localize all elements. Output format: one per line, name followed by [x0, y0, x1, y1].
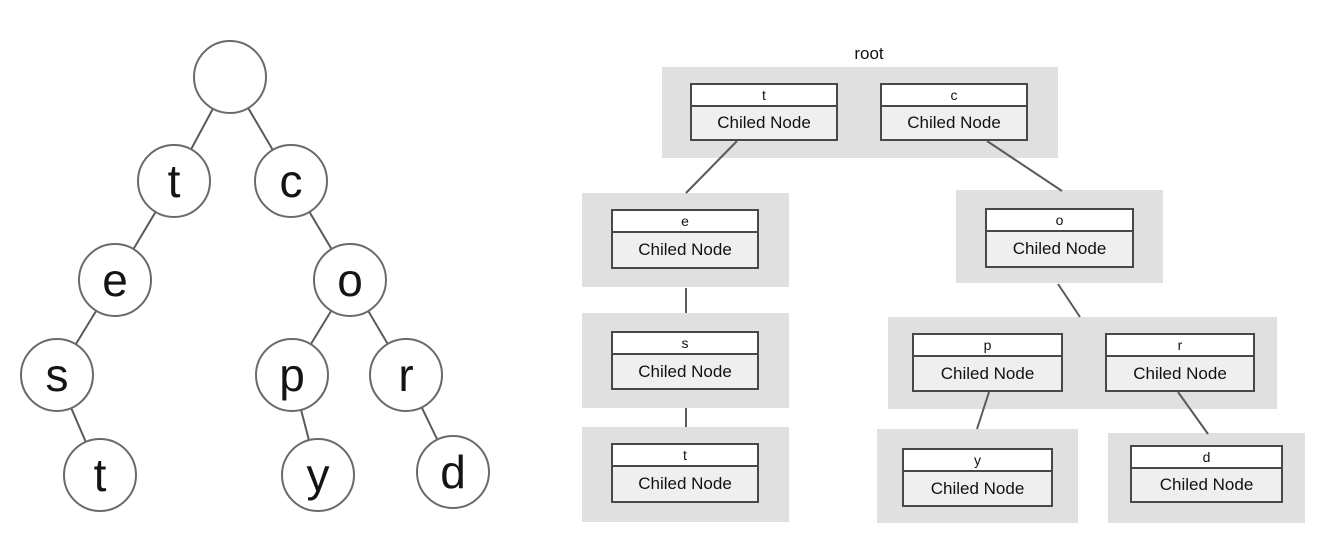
node-box-r-key: r — [1107, 335, 1253, 357]
tree-circle-c-label: c — [280, 155, 303, 207]
node-box-p: p Chiled Node — [912, 333, 1063, 392]
tree-circle-e-label: e — [102, 254, 128, 306]
node-box-s-body: Chiled Node — [613, 355, 757, 388]
node-box-o: o Chiled Node — [985, 208, 1134, 268]
tree-circle-t-label: t — [168, 155, 181, 207]
tree-circle-d-label: d — [440, 446, 466, 498]
node-box-o-key: o — [987, 210, 1132, 232]
edge-root-t — [173, 76, 231, 182]
node-box-t-key: t — [692, 85, 836, 107]
node-box-t2: t Chiled Node — [611, 443, 759, 503]
node-box-t-body: Chiled Node — [692, 107, 836, 139]
edge-p-y — [291, 374, 319, 476]
node-box-c-key: c — [882, 85, 1026, 107]
tree-circle-r-label: r — [398, 349, 413, 401]
edge-root-c — [229, 76, 292, 182]
node-box-e-key: e — [613, 211, 757, 233]
node-box-y-key: y — [904, 450, 1051, 472]
edge-r-d — [405, 374, 454, 473]
edge-c-o — [290, 180, 351, 281]
node-box-s: s Chiled Node — [611, 331, 759, 390]
edge-t-e — [114, 180, 175, 281]
node-box-e-body: Chiled Node — [613, 233, 757, 267]
node-box-t2-body: Chiled Node — [613, 467, 757, 501]
node-box-s-key: s — [613, 333, 757, 355]
node-box-d-key: d — [1132, 447, 1281, 469]
tree-circle-r — [369, 338, 443, 412]
node-box-c: c Chiled Node — [880, 83, 1028, 141]
node-box-c-body: Chiled Node — [882, 107, 1026, 139]
tree-circle-o-label: o — [337, 254, 363, 306]
tree-circle-t2-label: t — [94, 449, 107, 501]
tree-circle-p — [255, 338, 329, 412]
node-box-d-body: Chiled Node — [1132, 469, 1281, 501]
node-box-d: d Chiled Node — [1130, 445, 1283, 503]
node-box-p-body: Chiled Node — [914, 357, 1061, 390]
tree-circle-e — [78, 243, 152, 317]
tree-circle-c — [254, 144, 328, 218]
tree-circle-y — [281, 438, 355, 512]
tree-circle-y-label: y — [307, 449, 330, 501]
tree-circle-p-label: p — [279, 349, 305, 401]
left-tree-edges — [56, 76, 454, 476]
node-box-r-body: Chiled Node — [1107, 357, 1253, 390]
tree-circle-s — [20, 338, 94, 412]
node-box-y-body: Chiled Node — [904, 472, 1051, 505]
node-box-e: e Chiled Node — [611, 209, 759, 269]
tree-circle-o — [313, 243, 387, 317]
edge-o-r — [349, 279, 407, 376]
node-box-p-key: p — [914, 335, 1061, 357]
connector-o-pr — [1057, 283, 1081, 318]
tree-circle-t2 — [63, 438, 137, 512]
left-tree-nodes: t c e o s p r t y d — [20, 40, 490, 512]
tree-circle-d — [416, 435, 490, 509]
tree-circle-t — [137, 144, 211, 218]
tree-circle-root — [193, 40, 267, 114]
root-label: root — [854, 44, 884, 63]
node-box-y: y Chiled Node — [902, 448, 1053, 507]
node-box-t2-key: t — [613, 445, 757, 467]
node-box-t: t Chiled Node — [690, 83, 838, 141]
edge-o-p — [291, 279, 351, 376]
node-box-o-body: Chiled Node — [987, 232, 1132, 266]
tree-circle-s-label: s — [46, 349, 69, 401]
edge-s-t — [56, 374, 101, 476]
node-box-r: r Chiled Node — [1105, 333, 1255, 392]
edge-e-s — [56, 279, 116, 376]
